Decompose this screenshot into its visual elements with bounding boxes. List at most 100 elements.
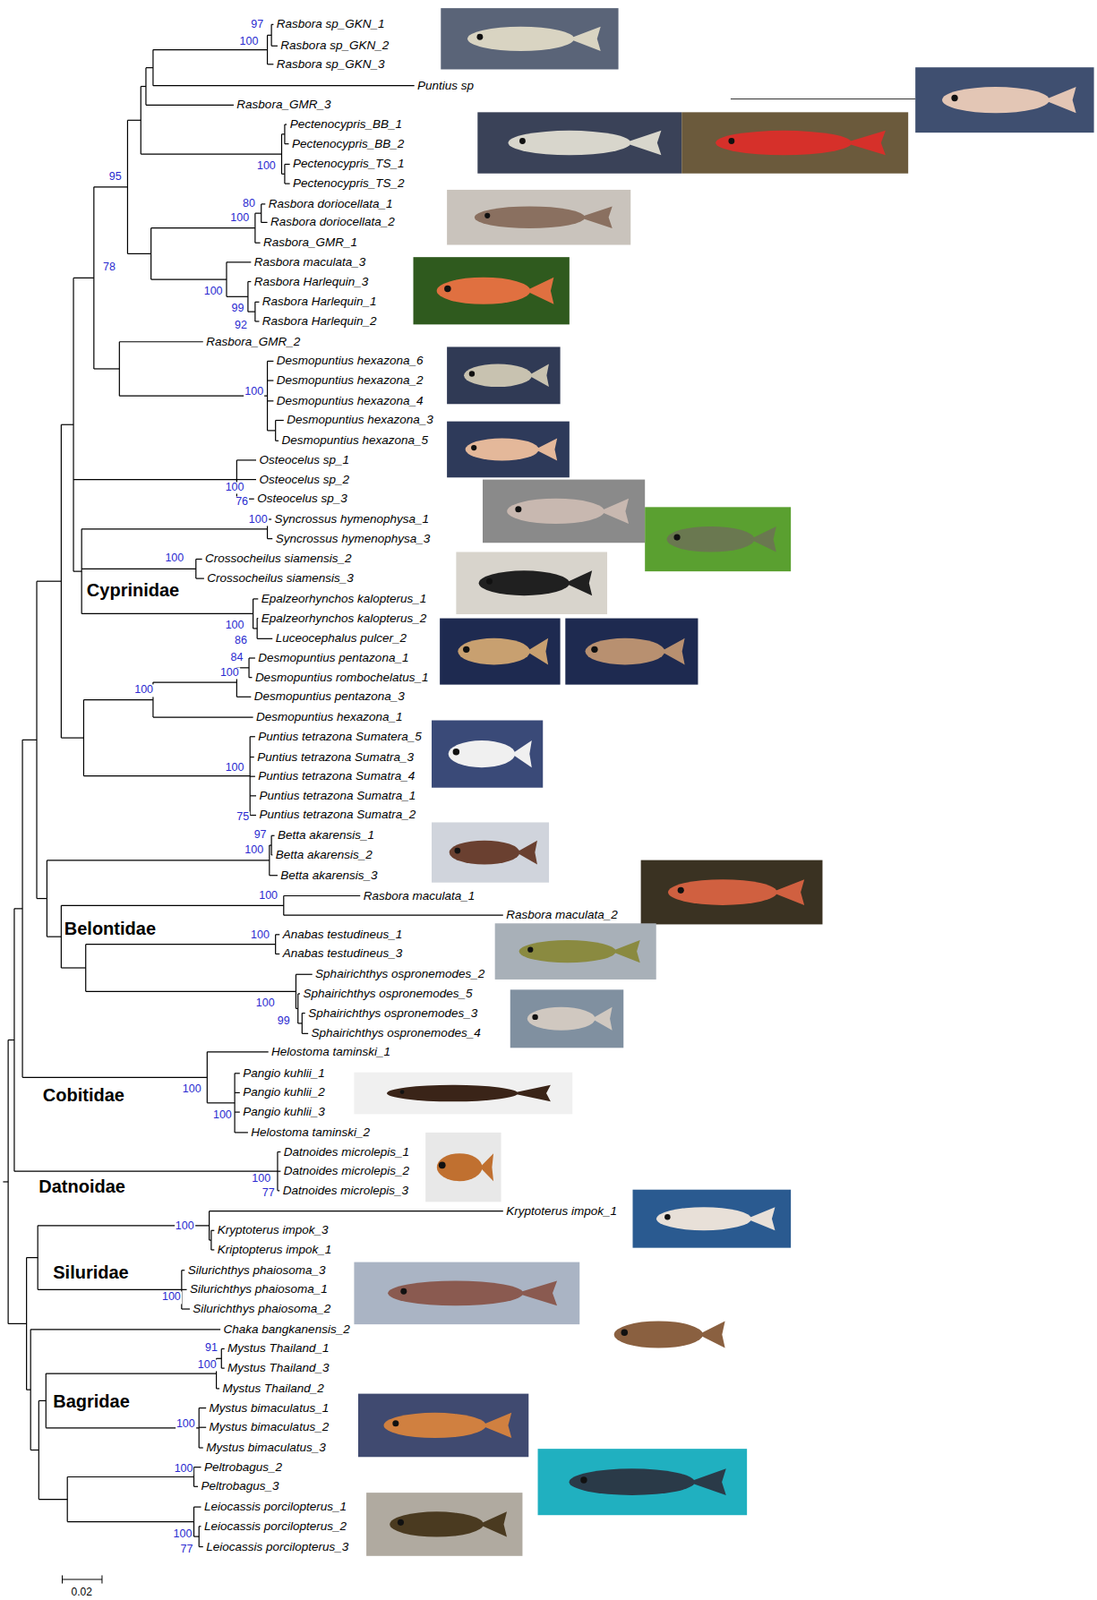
tree-branch <box>206 1102 235 1104</box>
specimen-photo <box>446 346 560 404</box>
taxon-label: Mystus Thailand_3 <box>227 1362 329 1375</box>
scale-label: 0.02 <box>70 1585 92 1598</box>
tree-branch <box>145 67 154 69</box>
photo-ground <box>565 618 698 686</box>
tree-branch <box>249 756 255 758</box>
tree-branch <box>127 119 141 121</box>
taxon-label: Desmopuntius rombochelatus_1 <box>255 671 429 685</box>
tree-branch <box>73 479 237 480</box>
taxon-label: Peltrobagus_3 <box>200 1480 279 1493</box>
photo-ground <box>446 421 570 479</box>
fish-body <box>437 277 532 305</box>
tree-branch <box>284 183 291 185</box>
tree-branch <box>255 301 260 303</box>
photo-ground <box>591 1301 740 1369</box>
taxon-label: Pangio kuhlii_1 <box>242 1067 326 1080</box>
taxon-label: Mystus Thailand_2 <box>222 1382 324 1396</box>
taxon-label: Anabas testudineus_3 <box>282 947 403 960</box>
bootstrap-value: 97 <box>249 19 265 32</box>
taxon-label: Crossocheilus siamensis_2 <box>205 552 352 566</box>
tree-branch <box>38 1400 46 1402</box>
family-label: Cyprinidae <box>85 580 181 600</box>
taxon-label: Leiocassis porcilopterus_1 <box>204 1500 347 1514</box>
photo-ground <box>538 1448 748 1516</box>
fish-body <box>474 205 585 229</box>
taxon-label: Pectenocypris_TS_1 <box>292 157 405 171</box>
tree-branch <box>267 400 275 402</box>
taxon-label: Kryptoterus impok_1 <box>505 1205 618 1218</box>
taxon-label: Desmopuntius hexazona_3 <box>286 413 434 427</box>
tree-branch <box>209 1240 212 1242</box>
photo-ground <box>446 346 560 404</box>
tree-branch <box>267 379 275 381</box>
bootstrap-value: 99 <box>231 303 246 316</box>
fish-eye <box>484 213 490 219</box>
tree-branch <box>60 967 86 969</box>
fish-tail <box>1044 86 1077 113</box>
tree-branch <box>267 429 276 431</box>
fish-eye <box>444 285 452 293</box>
tree-branch <box>153 49 268 51</box>
taxon-label: Rasbora doriocellata_2 <box>270 215 395 229</box>
tree-branch <box>60 905 283 907</box>
tree-branch <box>30 1449 39 1451</box>
tree-branch <box>94 368 120 369</box>
taxon-label: Desmopuntius hexazona_6 <box>276 354 424 368</box>
taxon-label: Desmopuntius pentazona_3 <box>254 690 405 703</box>
tree-branch <box>153 681 237 683</box>
fish-tail <box>698 1320 726 1348</box>
tree-branch <box>67 1521 194 1523</box>
fish-eye <box>454 848 461 855</box>
tree-branch <box>181 1289 188 1291</box>
tree-branch <box>248 677 252 678</box>
bootstrap-value: 99 <box>276 1015 292 1028</box>
taxon-label: Epalzeorhynchos kalopterus_1 <box>261 592 428 606</box>
photo-ground <box>482 479 645 544</box>
taxon-label: Crossocheilus siamensis_3 <box>206 572 354 585</box>
tree-branch <box>275 440 279 442</box>
tree-branch <box>267 360 275 362</box>
tree-branch <box>248 281 251 283</box>
taxon-label: Silurichthys phaiosoma_3 <box>188 1264 326 1277</box>
taxon-label: Betta akarensis_2 <box>275 848 373 862</box>
fish-eye <box>527 947 533 953</box>
specimen-photo <box>366 1492 523 1557</box>
tree-branch <box>267 538 274 540</box>
tree-branch <box>271 835 275 837</box>
tree-branch <box>284 143 290 145</box>
taxon-label: Puntius sp <box>417 79 474 93</box>
tree-branch <box>198 1407 206 1409</box>
bootstrap-value: 100 <box>212 1109 233 1122</box>
fish-body <box>463 364 532 388</box>
taxon-label: Puntius tetrazona Sumatra_2 <box>258 808 416 822</box>
tree-branch <box>253 627 258 629</box>
tree-branch <box>277 1151 281 1153</box>
taxon-label: Helostoma taminski_2 <box>250 1126 370 1140</box>
tree-branch <box>255 242 261 244</box>
tree-branch <box>81 568 197 570</box>
tree-branch <box>73 277 95 279</box>
bootstrap-value: 100 <box>224 481 246 494</box>
taxon-label: Kriptopterus impok_1 <box>217 1243 333 1257</box>
tree-branch <box>81 528 267 530</box>
tree-branch <box>234 1131 249 1133</box>
family-label: Datnoidae <box>36 1177 128 1197</box>
tree-branch <box>269 845 272 847</box>
fish-tail <box>515 840 538 866</box>
taxon-label: Sphairichthys ospronemodes_2 <box>315 968 485 981</box>
tree-branch <box>8 1039 15 1041</box>
fish-body <box>614 1320 703 1348</box>
fish-eye <box>471 445 477 451</box>
photo-ground <box>358 1394 529 1458</box>
bootstrap-value: 100 <box>243 385 265 398</box>
taxon-label: Luceocephalus pulcer_2 <box>275 632 407 645</box>
photo-ground <box>455 551 608 615</box>
family-label: Siluridae <box>51 1263 130 1283</box>
tree-branch <box>181 1269 185 1271</box>
fish-eye <box>400 1089 405 1095</box>
fish-tail <box>479 1153 494 1182</box>
tree-branch <box>234 1111 240 1113</box>
tree-branch <box>8 1323 27 1325</box>
fish-tail <box>591 1007 613 1031</box>
